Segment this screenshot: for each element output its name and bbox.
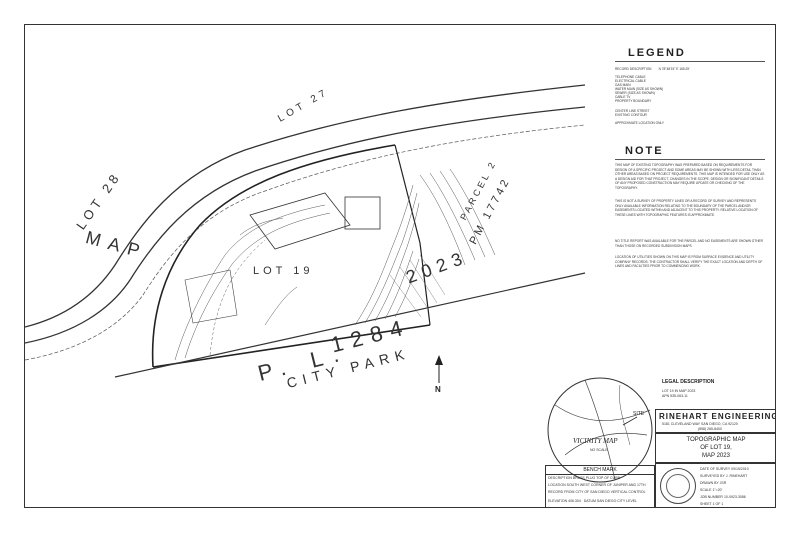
bench-row: ELEVATION 406.304 DATUM SAN DIEGO CITY L… bbox=[548, 499, 638, 503]
note-underline bbox=[615, 159, 765, 160]
legal-title: LEGAL DESCRIPTION bbox=[662, 379, 715, 385]
note-paragraph: THIS IS NOT A SURVEY OF PROPERTY LINES O… bbox=[615, 199, 758, 217]
company-phone: (858) 265-8400 bbox=[698, 427, 722, 431]
lot-19-label: LOT 19 bbox=[253, 265, 314, 277]
info-row: DRAWN BY JSR bbox=[700, 481, 727, 485]
legal-apn: APN 535-063-11 bbox=[662, 394, 688, 398]
legend-row: TELEPHONE CABLE bbox=[615, 75, 646, 79]
sheet-title-line-2: OF LOT 19, bbox=[700, 445, 732, 451]
info-row: SHEET 1 OF 1 bbox=[700, 502, 724, 506]
legend-row: SEWER (SIZE AS SHOWN) bbox=[615, 91, 655, 95]
sheet-title-line-1: TOPOGRAPHIC MAP bbox=[686, 437, 746, 443]
bench-mark-box: BENCH MARK DESCRIPTION BRASS PLUG TOP OF… bbox=[545, 465, 655, 507]
note-paragraph: LOCATION OF UTILITIES SHOWN ON THIS MAP … bbox=[615, 255, 763, 269]
legend-row: GAS MAIN bbox=[615, 83, 631, 87]
sheet-title-line-3: MAP 2023 bbox=[702, 453, 730, 459]
vicinity-map-title: VICINITY MAP bbox=[573, 437, 618, 445]
legend-row: WATER MAIN (SIZE AS SHOWN) bbox=[615, 87, 664, 91]
legal-text: LOT 19 IN MAP 2023 bbox=[662, 389, 696, 393]
company-name: RINEHART ENGINEERING bbox=[659, 412, 776, 421]
sheet-title-box: TOPOGRAPHIC MAP OF LOT 19, MAP 2023 bbox=[655, 433, 775, 463]
legend-row: ELECTRICAL CABLE bbox=[615, 79, 646, 83]
note-title: NOTE bbox=[625, 145, 664, 157]
vicinity-site-label: SITE bbox=[633, 411, 645, 417]
info-row: SURVEYED BY J. RINEHART bbox=[700, 474, 748, 478]
legend-underline bbox=[615, 61, 765, 62]
legend-row: RECORD DESCRIPTION N 78°48'15" E 165.25' bbox=[615, 67, 690, 71]
bench-mark-title: BENCH MARK bbox=[583, 467, 617, 473]
bench-row: DESCRIPTION BRASS PLUG TOP OF CURB bbox=[548, 476, 620, 480]
legend-title: LEGEND bbox=[628, 47, 686, 59]
vicinity-scale: NO SCALE bbox=[590, 448, 608, 452]
legend-row: CENTER LINE STREET bbox=[615, 109, 650, 113]
bench-row: LOCATION SOUTH WEST CORNER OF JUNIPER AN… bbox=[548, 483, 646, 487]
legend-row: APPROXIMATE LOCATION ONLY bbox=[615, 121, 665, 125]
bench-row: RECORD FROM CITY OF SAN DIEGO VERTICAL C… bbox=[548, 490, 646, 494]
legend-row: CABLE TV bbox=[615, 95, 631, 99]
bench-mark-divider bbox=[546, 474, 654, 475]
topographic-drawing bbox=[25, 84, 653, 483]
north-label: N bbox=[435, 385, 441, 394]
legend-row: EXISTING CONTOUR bbox=[615, 113, 647, 117]
company-address: 5181 CLEVELAND WAY SAN DIEGO, CA 92120 bbox=[662, 422, 738, 426]
survey-info-box: DATE OF SURVEY 09/15/2010 SURVEYED BY J.… bbox=[655, 463, 775, 507]
info-row: JOB NUMBER 10-0923-3086 bbox=[700, 495, 746, 499]
info-row: SCALE 1"=20' bbox=[700, 488, 723, 492]
note-paragraph: NO TITLE REPORT WAS AVAILABLE FOR THE PA… bbox=[615, 239, 763, 248]
drawing-sheet: LOT 28 LOT 27 LOT 19 MAP 2023 P. L. 1284… bbox=[24, 24, 776, 508]
note-paragraph: THIS MAP OF EXISTING TOPOGRAPHY WAS PREP… bbox=[615, 163, 765, 190]
company-box: RINEHART ENGINEERING 5181 CLEVELAND WAY … bbox=[655, 409, 776, 433]
legend-row: PROPERTY BOUNDARY bbox=[615, 99, 652, 103]
surveyor-seal bbox=[660, 468, 696, 504]
surveyor-seal-inner bbox=[666, 474, 690, 498]
info-row: DATE OF SURVEY 09/15/2010 bbox=[700, 467, 749, 471]
